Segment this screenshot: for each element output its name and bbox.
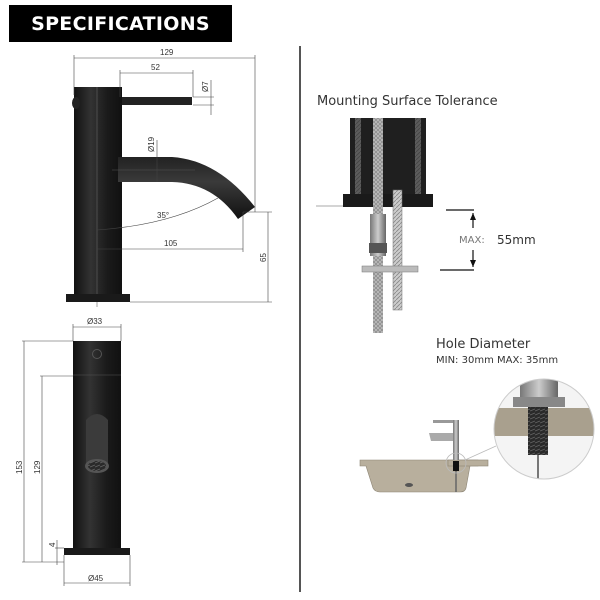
dim-base-height: 4 (48, 542, 57, 547)
dim-handle-diameter: Ø7 (201, 81, 210, 92)
side-view-drawing: 129 52 Ø7 Ø19 35° 105 65 (66, 48, 272, 307)
hole-diameter-range: MIN: 30mm MAX: 35mm (436, 355, 559, 366)
mounting-title: Mounting Surface Tolerance (317, 94, 498, 109)
mounting-section-drawing (316, 118, 476, 333)
section-divider (299, 46, 301, 592)
mounting-max-label: MAX: (459, 235, 485, 246)
dim-base-diameter: Ø45 (88, 574, 104, 583)
dim-overall-height: 153 (15, 460, 24, 474)
dim-body-diameter: Ø33 (87, 317, 103, 326)
mounting-max-value: 55mm (497, 233, 536, 247)
front-view-drawing: Ø33 153 129 4 Ø45 (15, 317, 131, 586)
dim-overall-length: 129 (160, 48, 174, 57)
dim-handle-length: 52 (151, 63, 160, 72)
sink-installation-drawing (359, 378, 595, 493)
specifications-banner: SPECIFICATIONS (9, 5, 232, 42)
dim-spout-height: 65 (259, 253, 268, 262)
hole-diameter-title: Hole Diameter (436, 337, 531, 352)
dim-spout-reach: 105 (164, 239, 178, 248)
dim-spout-diameter: Ø19 (147, 136, 156, 152)
dim-spout-angle: 35° (157, 211, 169, 220)
dim-body-height: 129 (33, 460, 42, 474)
page-title: SPECIFICATIONS (31, 12, 210, 35)
